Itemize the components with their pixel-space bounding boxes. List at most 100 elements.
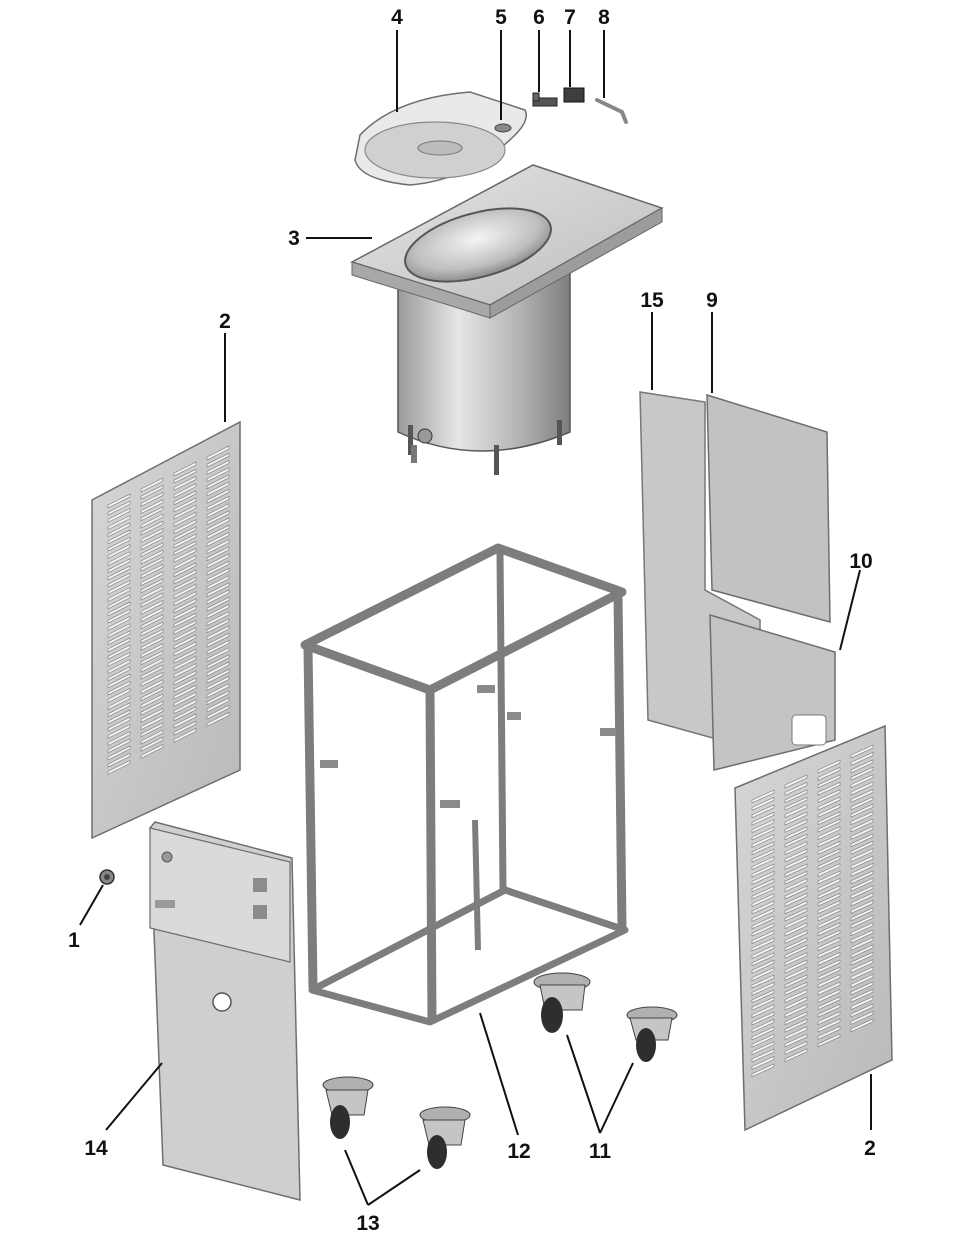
louver-slot [817, 789, 841, 804]
louver-slot [206, 711, 230, 727]
louver-slot [140, 693, 164, 709]
part-10-lower-panel [709, 613, 836, 771]
louver-slot [173, 634, 197, 650]
louver-slot [140, 491, 164, 507]
louver-slot [206, 510, 230, 526]
louver-slot [850, 796, 874, 811]
callout-6: 6 [533, 6, 545, 29]
louver-slot [107, 601, 131, 617]
louver-slot [784, 996, 808, 1011]
louver-slot [140, 556, 164, 572]
louver-slot [206, 567, 230, 583]
louver-slot [206, 524, 230, 540]
louver-slot [817, 1003, 841, 1018]
louver-slot [206, 596, 230, 612]
louver-slot [784, 907, 808, 922]
louver-slot [751, 863, 775, 878]
louver-slot [173, 655, 197, 671]
louver-slot [850, 996, 874, 1011]
louver-slot [140, 679, 164, 695]
louver-slot [784, 863, 808, 878]
louver-slot [751, 1048, 775, 1063]
louver-slot [107, 644, 131, 660]
part-13-caster-a [322, 1076, 374, 1139]
louver-slot [173, 490, 197, 506]
louver-slot [850, 966, 874, 981]
callout-4: 4 [391, 6, 403, 29]
part-13-caster-b [419, 1106, 471, 1169]
louver-slot [751, 967, 775, 982]
louver-slot [784, 900, 808, 915]
part-9-upper-panel [706, 393, 831, 623]
louver-slot [140, 527, 164, 543]
louver-slot [751, 878, 775, 893]
louver-slot [107, 731, 131, 747]
part-8-pin [595, 98, 628, 124]
louver-slot [173, 684, 197, 700]
part-12-frame [300, 543, 629, 1026]
louver-slot [206, 488, 230, 504]
louver-slot [751, 1004, 775, 1019]
callout-1: 1 [68, 929, 80, 952]
louver-slot [107, 565, 131, 581]
louver-slot [206, 603, 230, 619]
louver-slot [751, 996, 775, 1011]
louver-slot [817, 826, 841, 841]
louver-slot [140, 643, 164, 659]
louver-slot [140, 535, 164, 551]
louver-slot [850, 877, 874, 892]
louver-slot [817, 870, 841, 885]
louver-slot [107, 587, 131, 603]
louver-slot [784, 848, 808, 863]
callout-2-right: 2 [864, 1137, 876, 1160]
louver-slot [173, 699, 197, 715]
louver-slot [817, 766, 841, 781]
frame-brackets [320, 685, 616, 808]
louver-slot [850, 914, 874, 929]
louver-slot [140, 650, 164, 666]
louver-slot [751, 789, 775, 804]
louver-slot [206, 481, 230, 497]
louver-slot [751, 1018, 775, 1033]
louver-slot [206, 452, 230, 468]
callout-5: 5 [495, 6, 507, 29]
louver-slot [817, 907, 841, 922]
louver-slot [817, 988, 841, 1003]
louver-slot [107, 659, 131, 675]
louver-slot [206, 704, 230, 720]
louver-slot [107, 702, 131, 718]
louver-slot [140, 635, 164, 651]
louver-slot [751, 1041, 775, 1056]
louver-slot [784, 833, 808, 848]
louver-slot [206, 632, 230, 648]
louver-slot [817, 1018, 841, 1033]
louver-slot [206, 697, 230, 713]
louver-slot [140, 736, 164, 752]
louver-slot [140, 715, 164, 731]
louver-slot [817, 900, 841, 915]
callout-2-left: 2 [219, 310, 231, 333]
callout-labels: 1 2 2 3 4 5 6 7 8 9 10 11 12 13 14 15 [68, 6, 876, 1235]
louver-slot [817, 855, 841, 870]
louver-slot [850, 892, 874, 907]
louver-slot [817, 818, 841, 833]
louver-slot [107, 630, 131, 646]
louver-slot [784, 1026, 808, 1041]
louver-slot [140, 657, 164, 673]
louver-slot [751, 974, 775, 989]
louver-slot [206, 495, 230, 511]
louver-slot [751, 811, 775, 826]
louver-slot [140, 621, 164, 637]
louver-slot [206, 675, 230, 691]
louver-slot [107, 738, 131, 754]
louver-slot [173, 627, 197, 643]
louver-slot [784, 1011, 808, 1026]
louver-slot [140, 686, 164, 702]
louver-slot [850, 959, 874, 974]
louver-slot [817, 885, 841, 900]
louver-slot [140, 513, 164, 529]
louver-slot [784, 774, 808, 789]
leader-lines [79, 30, 872, 1206]
louver-slot [107, 515, 131, 531]
